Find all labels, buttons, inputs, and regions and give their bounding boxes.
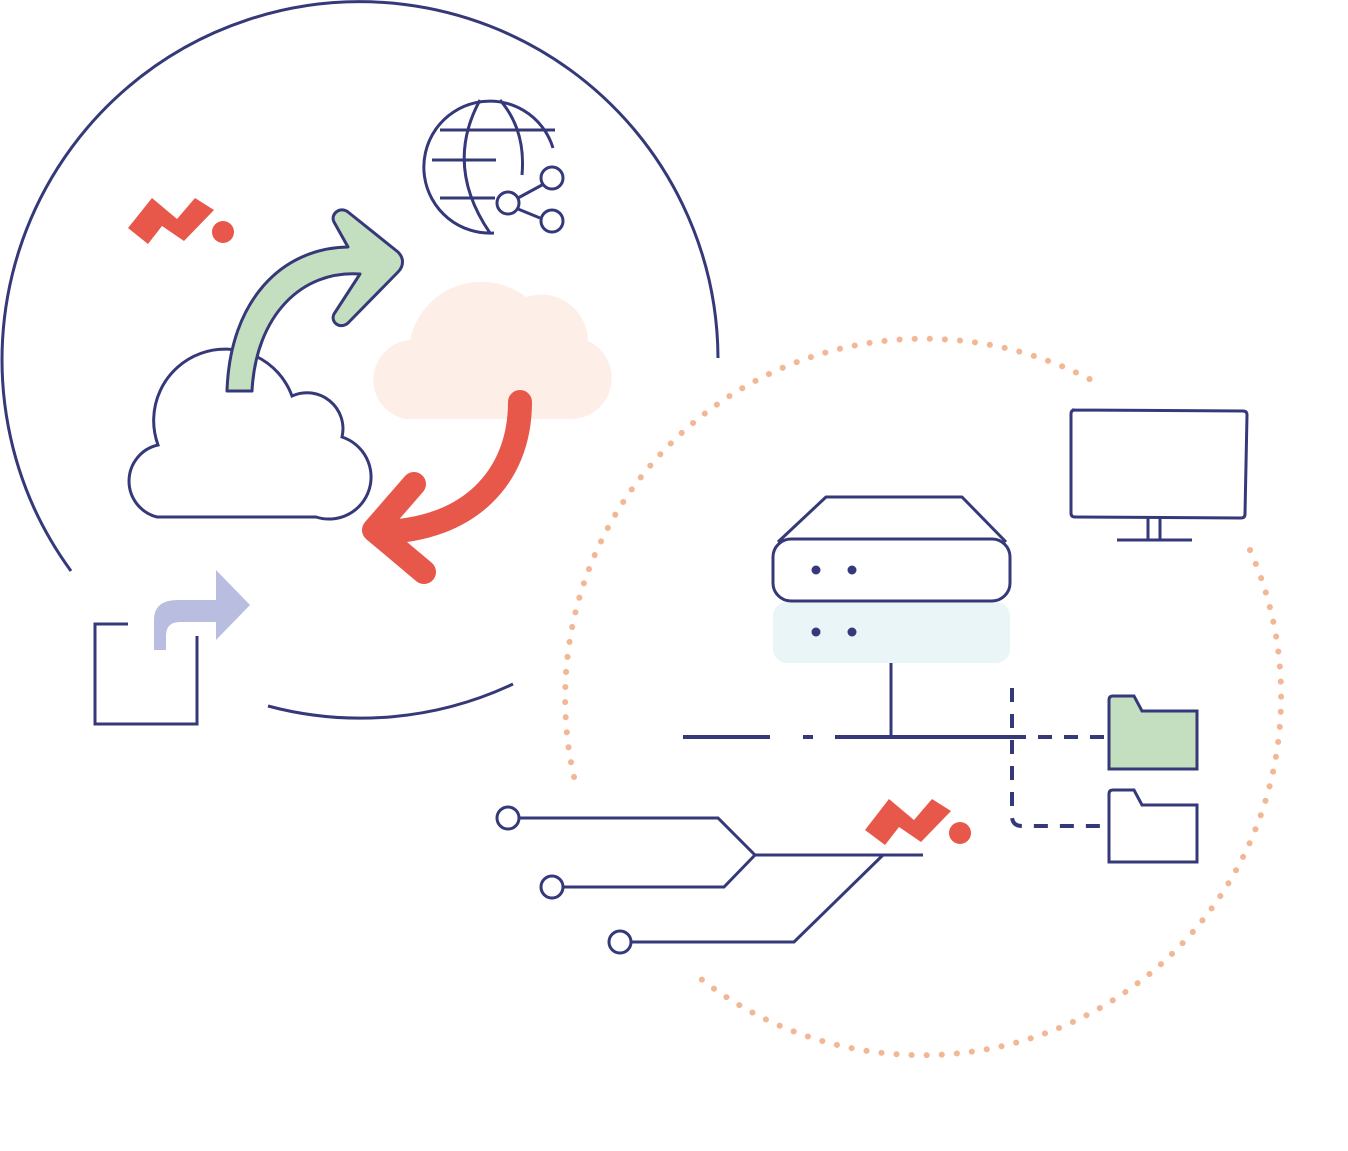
peach-cloud-icon: [373, 281, 612, 420]
monitor-icon: [1069, 408, 1249, 542]
outline-cloud-icon: [127, 347, 373, 521]
large-outline-circle: [0, 0, 720, 720]
coral-logo-mark: [128, 198, 234, 244]
green-sync-arrow-icon: [225, 208, 404, 393]
share-export-icon: [93, 570, 250, 726]
green-folder-icon: [1107, 694, 1199, 771]
globe-network-icon: [422, 99, 565, 235]
dotted-peach-circle: [562, 335, 1285, 1059]
coral-logo-mark: [865, 799, 971, 845]
server-icon: [771, 495, 1012, 737]
outline-folder-icon: [1107, 788, 1199, 864]
network-bus-line: [683, 688, 1108, 828]
coral-sync-arrow-icon: [362, 390, 532, 584]
circuit-node-connector: [495, 805, 923, 955]
